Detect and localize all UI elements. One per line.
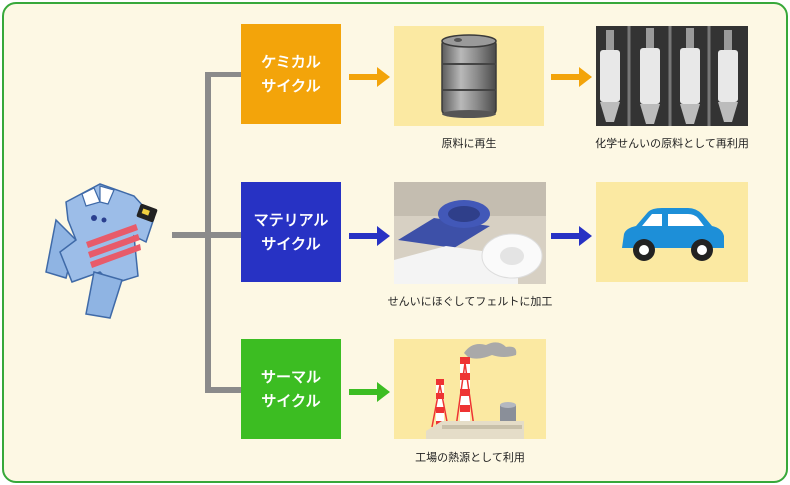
material-arrow-1: [349, 225, 391, 247]
oil-drum-panel: [394, 26, 544, 126]
chemical-arrow-2: [551, 66, 593, 88]
felt-rolls-icon: [394, 182, 546, 284]
thermal-label-line2: サイクル: [261, 392, 321, 410]
chemical-label-line2: サイクル: [261, 77, 321, 95]
car-panel: [596, 182, 748, 282]
uniform-icon: [42, 172, 168, 320]
factory-panel: [394, 339, 546, 439]
thermal-cycle-box: サーマル サイクル: [241, 339, 341, 439]
chemical-cycle-box: ケミカル サイクル: [241, 24, 341, 124]
thermal-label-line1: サーマル: [260, 368, 321, 386]
felt-panel: [394, 182, 546, 284]
thermal-arrow: [349, 381, 391, 403]
chemical-arrow-1: [349, 66, 391, 88]
fiber-spools-panel: [596, 26, 748, 126]
chemical-label-line1: ケミカル: [261, 53, 321, 71]
oil-drum-icon: [436, 32, 502, 120]
car-icon: [616, 204, 728, 266]
material-cycle-box: マテリアル サイクル: [241, 182, 341, 282]
material-arrow-2: [551, 225, 593, 247]
material-label-line1: マテリアル: [253, 211, 329, 229]
factory-chimney-icon: [412, 339, 532, 439]
caption-chemical-reuse: 化学せんいの原料として再利用: [595, 137, 749, 150]
branch-connector: [172, 72, 244, 394]
material-label-line2: サイクル: [261, 235, 321, 253]
caption-heat-source: 工場の熱源として利用: [415, 451, 525, 464]
fiber-spools-icon: [596, 26, 748, 126]
caption-raw-material: 原料に再生: [441, 137, 497, 150]
caption-felt: せんいにほぐしてフェルトに加工: [387, 295, 553, 308]
